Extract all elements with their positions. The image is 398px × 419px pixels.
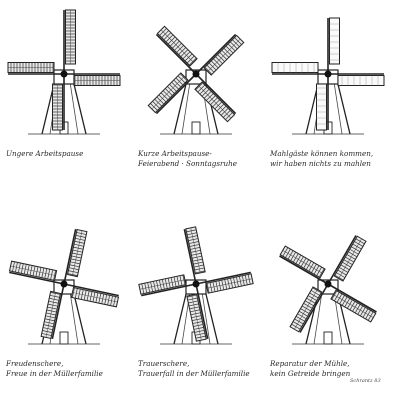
caption-line: Kurze Arbeitspause- <box>138 149 266 159</box>
windmill-drawing <box>266 212 398 352</box>
windmill-panel: Kurze Arbeitspause-Feierabend · Sonntags… <box>134 2 266 207</box>
panel-caption: Kurze Arbeitspause-Feierabend · Sonntags… <box>138 149 266 169</box>
caption-line: Ungere Arbeitspause <box>6 149 134 159</box>
mill-hub <box>325 281 332 288</box>
windmill-panel: Ungere Arbeitspause <box>2 2 134 207</box>
sail-arm <box>64 229 87 286</box>
sail-frame <box>317 84 327 130</box>
windmill-panel: Mahlgäste können kommen,wir haben nichts… <box>266 2 398 207</box>
panel-caption: Trauerschere,Trauerfall in der Müllerfam… <box>138 359 266 379</box>
sail-spar <box>161 30 194 63</box>
sail-spar <box>208 39 241 72</box>
panel-caption: Reparatur der Mühle,kein Getreide bringe… <box>270 359 398 379</box>
sail-arm <box>64 10 76 74</box>
windmill-drawing <box>266 2 398 142</box>
sail-arm <box>328 18 340 74</box>
sail-spar <box>152 76 185 109</box>
caption-line: Mahlgäste können kommen, <box>270 149 398 159</box>
sail-spar <box>198 86 231 119</box>
mill-door <box>60 332 68 344</box>
panel-caption: Ungere Arbeitspause <box>6 149 134 159</box>
windmill-drawing <box>134 2 266 142</box>
windmill-drawing <box>2 2 134 142</box>
panel-caption: Freudenschere,Freue in der Müllerfamilie <box>6 359 134 379</box>
caption-line: Freue in der Müllerfamilie <box>6 369 134 379</box>
caption-line: Freudenschere, <box>6 359 134 369</box>
windmill-panel: Reparatur der Mühle,kein Getreide bringe… <box>266 212 398 417</box>
mill-door <box>324 332 332 344</box>
sail-arm <box>156 26 204 74</box>
sail-frame <box>272 63 318 73</box>
caption-line: Reparatur der Mühle, <box>270 359 398 369</box>
caption-line: Feierabend · Sonntagsruhe <box>138 159 266 169</box>
sail-frame <box>330 18 340 64</box>
sail-arm <box>280 246 334 284</box>
panel-caption: Mahlgäste können kommen,wir haben nichts… <box>270 149 398 169</box>
mill-hub <box>193 71 200 78</box>
mill-hub <box>325 71 332 78</box>
mill-hub <box>193 281 200 288</box>
mill-hub <box>61 71 68 78</box>
sail-arm <box>184 227 207 284</box>
sail-frame <box>338 76 384 86</box>
mill-door <box>192 122 200 134</box>
mill-hub <box>61 281 68 288</box>
caption-line: Trauerschere, <box>138 359 266 369</box>
windmill-panel: Trauerschere,Trauerfall in der Müllerfam… <box>134 212 266 417</box>
mill-sails <box>8 10 120 130</box>
artist-signature: Schrantz 83 <box>350 378 381 384</box>
caption-line: Trauerfall in der Müllerfamilie <box>138 369 266 379</box>
windmill-drawing <box>2 212 134 352</box>
windmill-drawing <box>134 212 266 352</box>
windmill-panel: Freudenschere,Freue in der Müllerfamilie <box>2 212 134 417</box>
caption-line: wir haben nichts zu mahlen <box>270 159 398 169</box>
